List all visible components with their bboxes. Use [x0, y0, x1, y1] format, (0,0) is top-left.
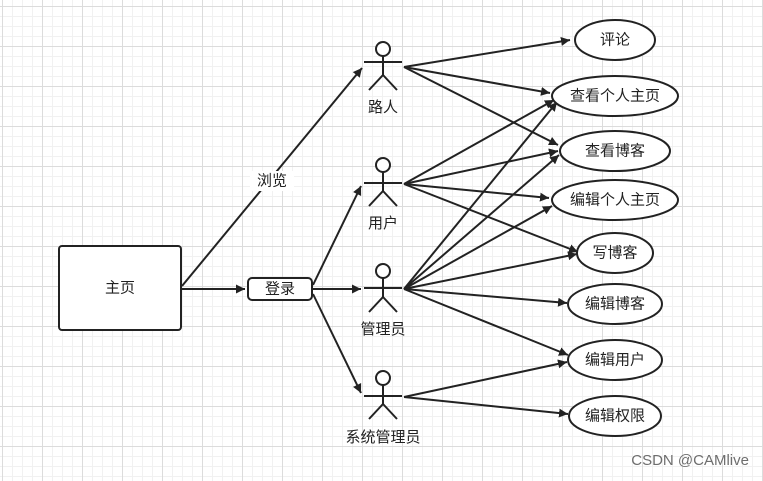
actor-admin — [364, 263, 402, 313]
login-node: 登录 — [247, 277, 313, 301]
usecase-write-blog: 写博客 — [576, 232, 654, 274]
edge-passerby-comment — [403, 37, 571, 68]
usecase-edit-blog-label: 编辑博客 — [585, 295, 645, 313]
usecase-edit-blog: 编辑博客 — [567, 283, 663, 325]
edge-admin-view-blog — [403, 154, 560, 290]
edge-passerby-view-blog — [403, 66, 559, 146]
actor-user-label: 用户 — [368, 214, 398, 232]
usecase-edit-permission: 编辑权限 — [568, 395, 662, 437]
usecase-view-profile: 查看个人主页 — [551, 75, 679, 117]
actor-sysadmin-label: 系统管理员 — [345, 428, 420, 446]
usecase-comment: 评论 — [574, 19, 656, 61]
edge-user-view-blog — [403, 148, 559, 185]
usecase-edit-profile: 编辑个人主页 — [551, 179, 679, 221]
usecase-write-blog-label: 写博客 — [592, 244, 637, 262]
actor-sysadmin — [364, 370, 402, 420]
edge-admin-edit-blog — [403, 288, 568, 307]
actor-user — [364, 157, 402, 207]
usecase-edit-permission-label: 编辑权限 — [585, 407, 645, 425]
edge-user-edit-profile — [403, 183, 550, 202]
usecase-view-profile-label: 查看个人主页 — [570, 87, 660, 105]
edge-admin-write-blog — [403, 251, 578, 290]
usecase-comment-label: 评论 — [600, 31, 630, 49]
browse-label-bg — [250, 171, 294, 191]
actor-passerby — [364, 41, 402, 91]
edge-login-user — [312, 185, 362, 286]
browse-label: 浏览 — [257, 172, 287, 190]
watermark: CSDN @CAMlive — [631, 452, 749, 469]
edge-passerby-view-profile — [403, 66, 551, 96]
usecase-view-blog-label: 查看博客 — [585, 142, 645, 160]
usecase-edit-user: 编辑用户 — [567, 339, 663, 381]
edge-sysadmin-edit-user — [403, 359, 568, 398]
edge-user-write-blog — [403, 183, 579, 253]
actor-admin-label: 管理员 — [360, 320, 405, 338]
edge-admin-edit-user — [403, 288, 569, 356]
home-node: 主页 — [58, 245, 182, 331]
edge-sysadmin-edit-permission — [403, 396, 569, 418]
edge-user-view-profile — [403, 99, 555, 185]
usecase-view-blog: 查看博客 — [559, 130, 671, 172]
login-label: 登录 — [265, 280, 295, 298]
connectors — [181, 37, 579, 418]
edge-login-sysadmin — [312, 293, 362, 394]
home-label: 主页 — [105, 279, 135, 297]
edge-admin-view-profile — [403, 101, 558, 290]
edge-admin-edit-profile — [403, 205, 553, 290]
usecase-edit-profile-label: 编辑个人主页 — [570, 191, 660, 209]
actor-passerby-label: 路人 — [368, 98, 398, 116]
usecase-edit-user-label: 编辑用户 — [585, 351, 645, 369]
